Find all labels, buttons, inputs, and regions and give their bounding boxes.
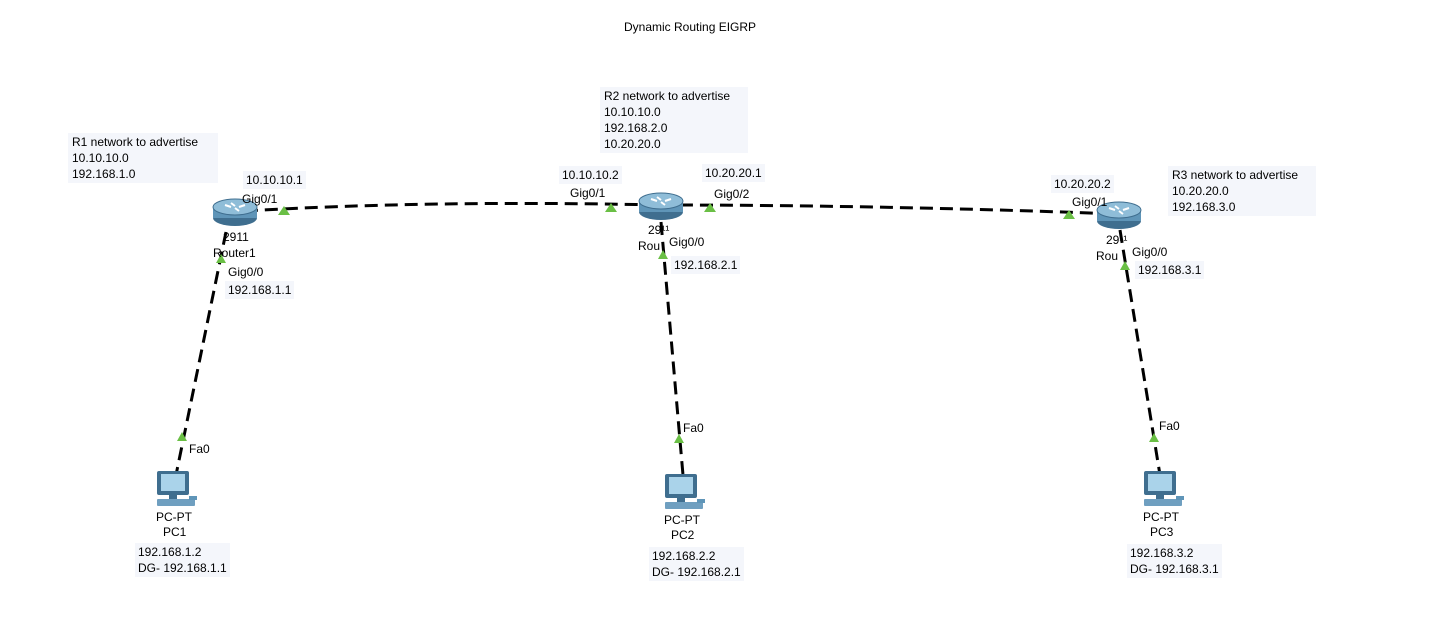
port-indicator-r3-g01 bbox=[1063, 210, 1075, 219]
port-indicator-pc1-fa0 bbox=[177, 432, 187, 441]
note-line: 10.10.10.0 bbox=[72, 151, 129, 165]
link-r3-pc3[interactable] bbox=[1118, 229, 1162, 476]
port-indicator-r2-g00 bbox=[658, 250, 668, 259]
interface-label: Fa0 bbox=[189, 442, 210, 456]
interface-label: Gig0/0 bbox=[1132, 245, 1168, 259]
interface-label: Fa0 bbox=[683, 421, 704, 435]
pc-address-note: 192.168.1.2 DG- 192.168.1.1 bbox=[135, 543, 230, 577]
interface-label: Gig0/1 bbox=[570, 186, 606, 200]
note-r1: R1 network to advertise 10.10.10.0 192.1… bbox=[68, 133, 218, 183]
router-icon[interactable] bbox=[1095, 200, 1143, 230]
router-icon[interactable] bbox=[211, 197, 259, 227]
pc-type-label: PC-PT bbox=[1143, 510, 1179, 524]
pc-name-label: PC2 bbox=[671, 528, 695, 542]
pc-type-label: PC-PT bbox=[664, 513, 700, 527]
pc-address-note: 192.168.2.2 DG- 192.168.2.1 bbox=[649, 547, 744, 581]
router-name-label: Rou bbox=[1096, 249, 1119, 263]
ip-label: 10.10.10.1 bbox=[243, 171, 306, 189]
ip-label: 192.168.2.1 bbox=[671, 256, 741, 274]
router-name-label: Rou bbox=[638, 239, 661, 253]
router-model-label: 2911 bbox=[223, 230, 249, 244]
pc-address-note: 192.168.3.2 DG- 192.168.3.1 bbox=[1127, 544, 1222, 578]
note-line: 10.20.20.0 bbox=[604, 137, 661, 151]
ip-label: 192.168.3.1 bbox=[1135, 261, 1205, 279]
link-r1-pc1[interactable] bbox=[174, 231, 228, 476]
ip-label: 10.20.20.2 bbox=[1051, 175, 1114, 193]
pc-ip-label: 192.168.2.2 bbox=[652, 549, 716, 563]
router-model-label: 29¹¹ bbox=[1106, 233, 1128, 247]
port-indicator-r2-g02 bbox=[704, 203, 716, 212]
port-indicator-r1-g01 bbox=[278, 206, 290, 215]
note-r3: R3 network to advertise 10.20.20.0 192.1… bbox=[1168, 166, 1316, 216]
port-indicator-pc2-fa0 bbox=[674, 434, 684, 443]
link-r1-r2[interactable] bbox=[244, 201, 661, 213]
interface-label: Gig0/0 bbox=[228, 265, 264, 279]
pc-ip-label: 192.168.3.2 bbox=[1130, 546, 1194, 560]
pc-type-label: PC-PT bbox=[156, 510, 192, 524]
note-heading: R1 network to advertise bbox=[72, 135, 199, 149]
router-name-label: Router1 bbox=[213, 246, 256, 260]
port-indicator-r3-g00 bbox=[1120, 261, 1130, 270]
link-r2-pc2[interactable] bbox=[659, 221, 685, 476]
pc-icon[interactable] bbox=[663, 473, 707, 511]
pc-icon[interactable] bbox=[155, 470, 199, 508]
note-line: 10.10.10.0 bbox=[604, 105, 661, 119]
port-indicator-r1-g00 bbox=[216, 254, 226, 263]
pc-name-label: PC3 bbox=[1150, 525, 1174, 539]
interface-label: Gig0/1 bbox=[1072, 195, 1108, 209]
pc-name-label: PC1 bbox=[163, 525, 187, 539]
interface-label: Gig0/1 bbox=[242, 192, 278, 206]
pc-ip-label: 192.168.1.2 bbox=[138, 545, 202, 559]
pc-gateway-label: DG- 192.168.3.1 bbox=[1130, 562, 1219, 576]
link-r2-r3[interactable] bbox=[659, 203, 1119, 216]
note-heading: R2 network to advertise bbox=[604, 89, 731, 103]
ip-label: 10.20.20.1 bbox=[702, 164, 765, 182]
note-line: 10.20.20.0 bbox=[1172, 184, 1229, 198]
interface-label: Fa0 bbox=[1159, 419, 1180, 433]
pc-gateway-label: DG- 192.168.1.1 bbox=[138, 561, 227, 575]
interface-label: Gig0/2 bbox=[714, 187, 750, 201]
port-indicator-pc3-fa0 bbox=[1149, 433, 1159, 442]
port-indicator-r2-g01 bbox=[605, 203, 617, 212]
note-line: 192.168.1.0 bbox=[72, 167, 136, 181]
ip-label: 192.168.1.1 bbox=[225, 281, 295, 299]
note-line: 192.168.3.0 bbox=[1172, 200, 1236, 214]
ip-label: 10.10.10.2 bbox=[559, 166, 622, 184]
router-icon[interactable] bbox=[637, 191, 685, 221]
note-heading: R3 network to advertise bbox=[1172, 168, 1299, 182]
pc-gateway-label: DG- 192.168.2.1 bbox=[652, 565, 741, 579]
interface-label: Gig0/0 bbox=[669, 235, 705, 249]
diagram-title: Dynamic Routing EIGRP bbox=[624, 20, 757, 34]
router-model-label: 29¹¹ bbox=[648, 223, 670, 237]
note-line: 192.168.2.0 bbox=[604, 121, 668, 135]
pc-icon[interactable] bbox=[1142, 470, 1186, 508]
note-r2: R2 network to advertise 10.10.10.0 192.1… bbox=[600, 87, 748, 153]
